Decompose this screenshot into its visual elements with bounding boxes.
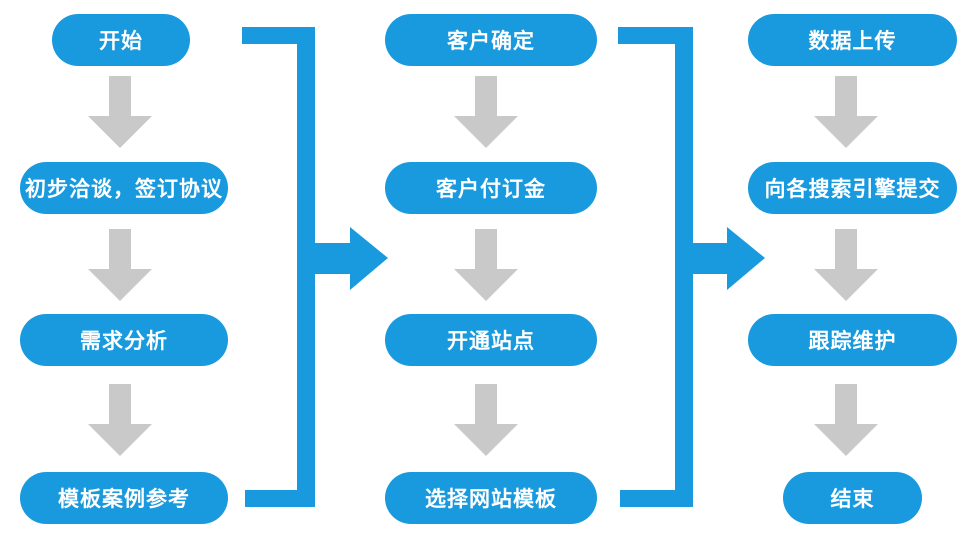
arrow-head <box>88 424 152 456</box>
down-arrow-icon <box>814 76 878 148</box>
arrow-stem <box>835 76 857 116</box>
arrow-stem <box>835 384 857 424</box>
arrow-head <box>88 116 152 148</box>
down-arrow-icon <box>88 76 152 148</box>
right-arrow-icon <box>350 227 388 290</box>
tracking-maintenance-node: 跟踪维护 <box>748 314 957 366</box>
customer-confirm-node: 客户确定 <box>385 14 597 66</box>
arrow-head <box>454 424 518 456</box>
initial-negotiation-node: 初步洽谈，签订协议 <box>20 162 228 214</box>
down-arrow-icon <box>454 384 518 456</box>
arrow-stem <box>475 76 497 116</box>
arrow-stem <box>109 76 131 116</box>
search-engine-submit-node: 向各搜索引擎提交 <box>748 162 957 214</box>
arrow-stem <box>475 384 497 424</box>
down-arrow-icon <box>814 384 878 456</box>
right-arrow-stem <box>315 243 350 274</box>
connector-bottom-bar <box>245 490 315 507</box>
arrow-head <box>454 269 518 301</box>
requirement-analysis-node: 需求分析 <box>20 314 228 366</box>
right-arrow-stem <box>693 243 727 274</box>
arrow-stem <box>109 384 131 424</box>
start-node: 开始 <box>52 14 190 66</box>
connector-vertical-bar <box>675 27 693 507</box>
down-arrow-icon <box>88 384 152 456</box>
down-arrow-icon <box>454 76 518 148</box>
open-site-node: 开通站点 <box>385 314 597 366</box>
arrow-head <box>454 116 518 148</box>
connector-top-bar <box>242 27 315 44</box>
down-arrow-icon <box>814 229 878 301</box>
template-case-reference-node: 模板案例参考 <box>20 472 228 524</box>
down-arrow-icon <box>454 229 518 301</box>
arrow-head <box>814 424 878 456</box>
end-node: 结束 <box>783 472 922 524</box>
arrow-stem <box>109 229 131 269</box>
connector-bottom-bar <box>620 490 693 507</box>
customer-deposit-node: 客户付订金 <box>385 162 597 214</box>
arrow-stem <box>835 229 857 269</box>
down-arrow-icon <box>88 229 152 301</box>
right-arrow-icon <box>727 227 765 290</box>
arrow-stem <box>475 229 497 269</box>
arrow-head <box>814 116 878 148</box>
select-website-template-node: 选择网站模板 <box>385 472 597 524</box>
arrow-head <box>814 269 878 301</box>
data-upload-node: 数据上传 <box>748 14 957 66</box>
connector-top-bar <box>618 27 693 44</box>
connector-vertical-bar <box>297 27 315 507</box>
arrow-head <box>88 269 152 301</box>
